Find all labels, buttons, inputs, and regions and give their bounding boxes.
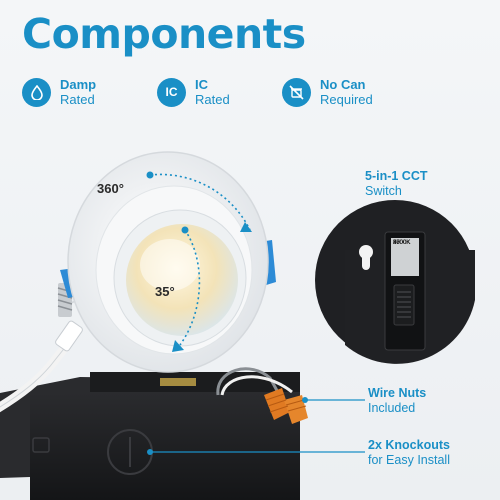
cct-temp-3500: 3500K	[393, 240, 411, 246]
no-can-icon	[282, 77, 311, 107]
callout-knockouts: 2x Knockouts for Easy Install	[368, 438, 450, 468]
ic-icon: IC	[157, 77, 186, 107]
feature-title: No Can	[320, 77, 366, 92]
cct-temp-3000: 3000K	[393, 240, 411, 246]
feature-damp-rated: Damp Rated	[22, 77, 96, 107]
callout-title: 5-in-1 CCT	[365, 169, 428, 183]
callout-subtitle: Included	[368, 401, 416, 415]
callout-subtitle: for Easy Install	[368, 453, 450, 467]
wire-nuts	[264, 388, 308, 424]
callout-title: 2x Knockouts	[368, 438, 450, 452]
callout-subtitle: Switch	[365, 184, 402, 198]
feature-subtitle: Rated	[195, 92, 230, 107]
cct-temp-5000: 5000K	[393, 240, 411, 246]
page-title: Components	[22, 10, 306, 58]
feature-subtitle: Rated	[60, 92, 95, 107]
feature-subtitle: Required	[320, 92, 373, 107]
cct-temp-4000: 4000K	[393, 240, 411, 246]
water-drop-icon	[22, 77, 51, 107]
feature-no-can: No Can Required	[282, 77, 373, 107]
feature-title: Damp	[60, 77, 97, 92]
junction-box	[0, 372, 300, 500]
rotation-label: 360°	[97, 181, 124, 196]
callout-title: Wire Nuts	[368, 386, 427, 400]
callout-cct-switch: 5-in-1 CCT Switch	[365, 169, 428, 199]
tilt-label: 35°	[155, 284, 175, 299]
callout-wire-nuts: Wire Nuts Included	[368, 386, 426, 416]
feature-title: IC	[195, 77, 208, 92]
feature-ic-rated: IC IC Rated	[157, 77, 230, 107]
cct-temp-2700: 2700K	[393, 240, 411, 246]
cct-switch-zoom	[315, 200, 475, 364]
